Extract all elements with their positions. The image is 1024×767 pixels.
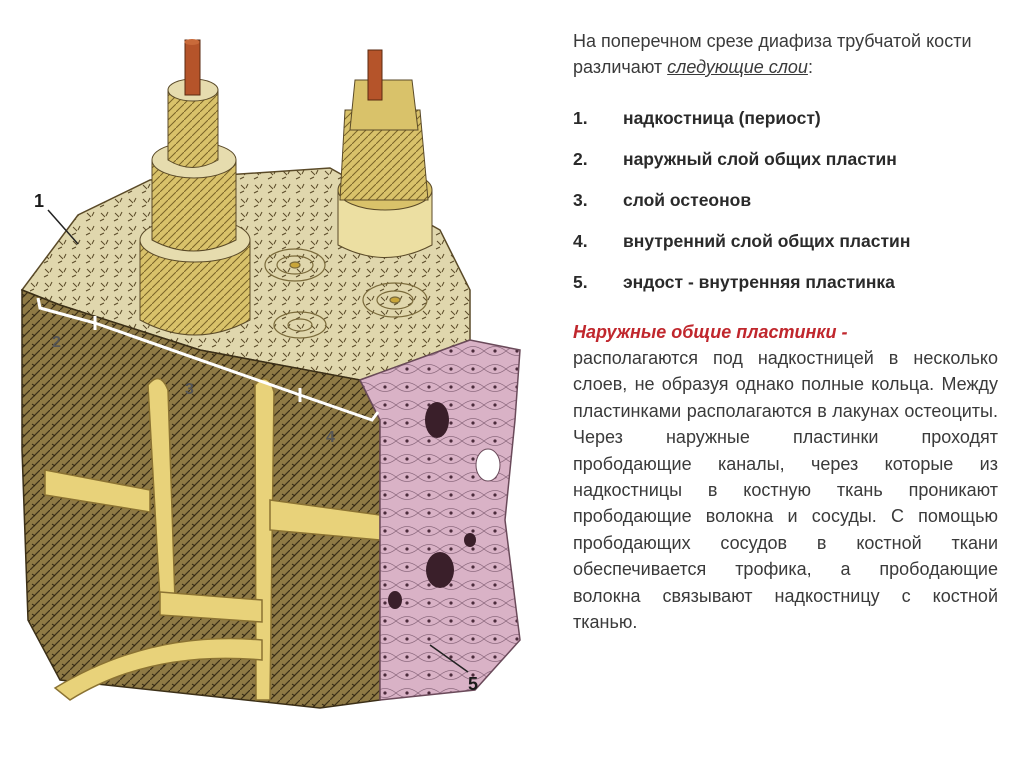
layer-item: 2.наружный слой общих пластин [623, 149, 998, 190]
endosteum-face [360, 340, 520, 700]
section-heading: Наружные общие пластинки - [573, 319, 998, 345]
layer-item: 4.внутренний слой общих пластин [623, 231, 998, 272]
layer-number: 2. [573, 149, 607, 169]
intro-paragraph: На поперечном срезе диафиза трубчатой ко… [573, 28, 998, 80]
layer-label: эндост - внутренняя пластинка [623, 272, 895, 292]
layer-label: надкостница (периост) [623, 108, 821, 128]
diagram-label-1: 1 [34, 191, 44, 211]
layer-item: 1.надкостница (периост) [623, 108, 998, 149]
layer-number: 4. [573, 231, 607, 251]
section-body: располагаются под надкостницей в несколь… [573, 345, 998, 635]
layer-number: 1. [573, 108, 607, 128]
layer-item: 3.слой остеонов [623, 190, 998, 231]
diagram-label-3: 3 [185, 381, 194, 398]
bone-cross-section-illustration: 1 2 3 4 5 [0, 0, 560, 767]
diagram-label-4: 4 [326, 429, 335, 446]
diagram-label-2: 2 [52, 334, 61, 351]
layer-list: 1.надкостница (периост) 2.наружный слой … [573, 108, 998, 313]
intro-suffix: : [808, 57, 813, 77]
osteon-cylinder-left [140, 39, 250, 335]
diagram-label-5: 5 [468, 674, 478, 694]
layer-number: 5. [573, 272, 607, 292]
layer-label: слой остеонов [623, 190, 751, 210]
layer-label: внутренний слой общих пластин [623, 231, 910, 251]
osteon-cylinder-right [338, 50, 432, 258]
intro-emphasis: следующие слои [667, 57, 808, 77]
layer-label: наружный слой общих пластин [623, 149, 897, 169]
endosteum-vessel [476, 449, 500, 481]
layer-item: 5.эндост - внутренняя пластинка [623, 272, 998, 313]
layer-number: 3. [573, 190, 607, 210]
text-panel: На поперечном срезе диафиза трубчатой ко… [573, 28, 998, 635]
